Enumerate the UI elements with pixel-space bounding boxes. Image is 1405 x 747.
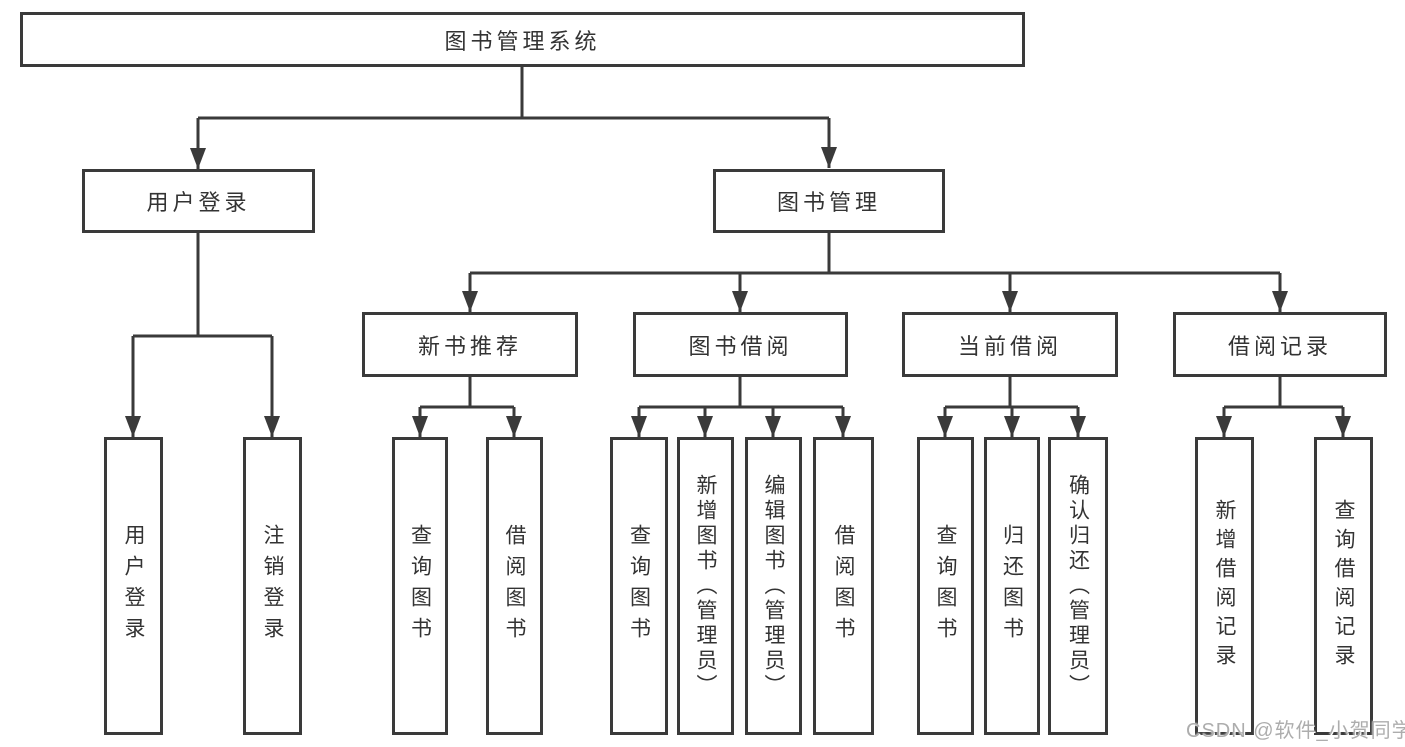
- leaf-label: 查询借阅记录: [1332, 499, 1355, 673]
- connector-current-borrowing: [945, 377, 1078, 409]
- leaf-label: 查询图书: [934, 524, 957, 648]
- node-new-book-recommend: 新书推荐: [362, 312, 578, 377]
- leaf-query-books: 查询图书: [392, 437, 448, 735]
- leaf-label: 借阅图书: [503, 524, 526, 648]
- leaf-logout: 注销登录: [243, 437, 302, 735]
- connector-book-management: [470, 233, 1280, 275]
- leaf-label: 归还图书: [1000, 524, 1024, 648]
- connector-book-borrowing: [639, 377, 843, 409]
- node-book-management: 图书管理: [713, 169, 945, 233]
- leaf-edit-book-admin: 编辑图书（管理员）: [745, 437, 802, 735]
- node-user-login: 用户登录: [82, 169, 315, 233]
- node-library-management-system: 图书管理系统: [20, 12, 1025, 67]
- node-current-borrowing: 当前借阅: [902, 312, 1118, 377]
- leaf-borrow-books: 借阅图书: [486, 437, 543, 735]
- node-borrowing-records: 借阅记录: [1173, 312, 1387, 377]
- leaf-label: 确认归还（管理员）: [1066, 473, 1090, 699]
- leaf-label: 用户登录: [122, 524, 145, 648]
- connector-root: [198, 67, 829, 120]
- leaf-query-borrow-record: 查询借阅记录: [1314, 437, 1373, 735]
- leaf-query-books: 查询图书: [610, 437, 668, 735]
- leaf-label: 编辑图书（管理员）: [762, 473, 785, 699]
- leaf-label: 查询图书: [627, 524, 651, 648]
- leaf-user-login: 用户登录: [104, 437, 163, 735]
- leaf-confirm-return-admin: 确认归还（管理员）: [1048, 437, 1108, 735]
- leaf-label: 查询图书: [408, 524, 432, 648]
- leaf-label: 新增借阅记录: [1213, 499, 1236, 673]
- leaf-label: 借阅图书: [832, 524, 855, 648]
- connector-borrowing-records: [1224, 377, 1343, 409]
- connector-user-login: [133, 233, 272, 338]
- leaf-query-books: 查询图书: [917, 437, 974, 735]
- leaf-borrow-books: 借阅图书: [813, 437, 874, 735]
- connector-new-book-recommend: [420, 377, 514, 409]
- leaf-label: 新增图书（管理员）: [694, 473, 717, 699]
- watermark: CSDN @软件_小贺同学: [1186, 720, 1405, 742]
- leaf-add-borrow-record: 新增借阅记录: [1195, 437, 1254, 735]
- leaf-return-books: 归还图书: [984, 437, 1040, 735]
- leaf-label: 注销登录: [261, 524, 284, 648]
- leaf-add-book-admin: 新增图书（管理员）: [677, 437, 734, 735]
- node-book-borrowing: 图书借阅: [633, 312, 848, 377]
